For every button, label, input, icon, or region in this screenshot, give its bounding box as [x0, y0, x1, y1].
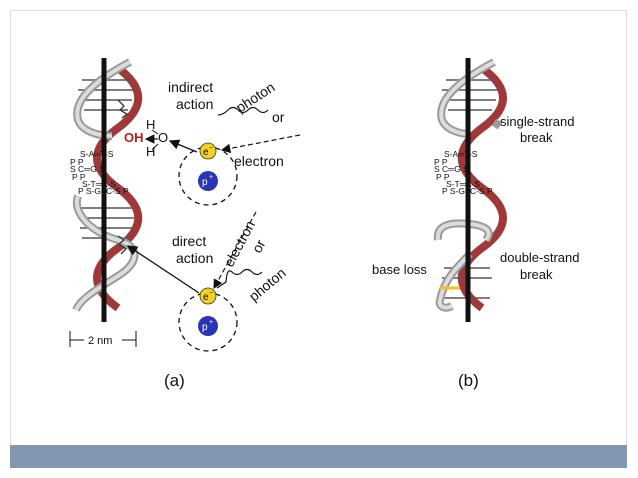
indirect-label-2: action — [176, 96, 213, 112]
h-top: H — [146, 117, 155, 132]
scale-bar: 2 nm — [69, 331, 137, 347]
dna-strand-red-a — [93, 64, 143, 312]
double-strand-label-1: double-strand — [500, 250, 580, 265]
caption-a: (a) — [164, 371, 185, 390]
photon-wave-top — [217, 106, 269, 116]
seq-line-4: P P — [72, 172, 86, 182]
damage-mark-direct — [117, 235, 128, 255]
footer-bar — [10, 445, 627, 468]
direct-label-2: action — [176, 250, 213, 266]
photon-wave-bottom — [216, 268, 263, 289]
top-electron-label: electron — [234, 153, 284, 169]
h-bottom: H — [146, 144, 155, 159]
panel-b: S-A═T-S P P S C═G S P P S-T═A-S P S-G≡C-… — [372, 58, 580, 390]
proton-top — [198, 171, 218, 191]
o-atom: O — [158, 130, 168, 145]
electron-path-top — [220, 134, 301, 154]
proton-bottom — [198, 316, 218, 336]
sequence-a: S-A═T-S P P S C═G S P P S-T═A-S P S-G≡C-… — [70, 149, 129, 196]
caption-b: (b) — [458, 371, 479, 390]
direct-label-1: direct — [172, 233, 206, 249]
seq-b-line-1: S-A═T-S — [444, 149, 478, 159]
electron-top — [199, 142, 217, 160]
electron-path-bottom — [213, 211, 257, 290]
oh-radical: OH — [124, 130, 144, 145]
bottom-photon-label: photon — [246, 265, 289, 305]
seq-b-line-3: S C═G S — [434, 164, 469, 174]
electron-top-symbol: e — [203, 147, 209, 158]
base-loss-label: base loss — [372, 262, 427, 277]
seq-line-2: P P — [70, 157, 84, 167]
proton-top-symbol: p — [202, 177, 208, 188]
top-or-label: or — [272, 109, 285, 125]
seq-b-line-4: P P — [436, 172, 450, 182]
dna-strand-red-b — [457, 64, 507, 312]
seq-line-1: S-A═T-S — [80, 149, 114, 159]
seq-line-3: S C═G S — [70, 164, 105, 174]
proton-top-charge: + — [209, 174, 213, 181]
electron-bottom — [199, 287, 217, 305]
single-strand-label-1: single-strand — [500, 114, 574, 129]
proton-bottom-charge: + — [209, 319, 213, 326]
panel-a: S-A═T-S P P S C═G S P P S-T═A-S P S-G≡C-… — [69, 58, 301, 390]
electron-bottom-symbol: e — [203, 292, 209, 303]
seq-line-5: S-T═A-S — [82, 179, 116, 189]
top-photon-label: photon — [233, 79, 278, 116]
direct-action-arrow — [126, 245, 200, 294]
double-strand-label-2: break — [520, 267, 553, 282]
seq-line-6: P S-G≡C-S P — [78, 186, 129, 196]
electron-top-charge: − — [209, 145, 213, 152]
damage-mark-indirect — [117, 99, 129, 119]
seq-b-line-2: P P — [434, 157, 448, 167]
electron-to-water-arrow — [168, 139, 198, 153]
seq-b-line-6: P S-G≡C-S P — [442, 186, 493, 196]
sequence-b: S-A═T-S P P S C═G S P P S-T═A-S P S-G≡C-… — [434, 149, 493, 196]
scale-bar-label: 2 nm — [88, 335, 112, 347]
seq-b-line-5: S-T═A-S — [446, 179, 480, 189]
indirect-label-1: indirect — [168, 79, 213, 95]
single-strand-label-2: break — [520, 130, 553, 145]
electron-bottom-charge: − — [209, 290, 213, 297]
bottom-or-label: or — [249, 237, 269, 256]
proton-bottom-symbol: p — [202, 322, 208, 333]
